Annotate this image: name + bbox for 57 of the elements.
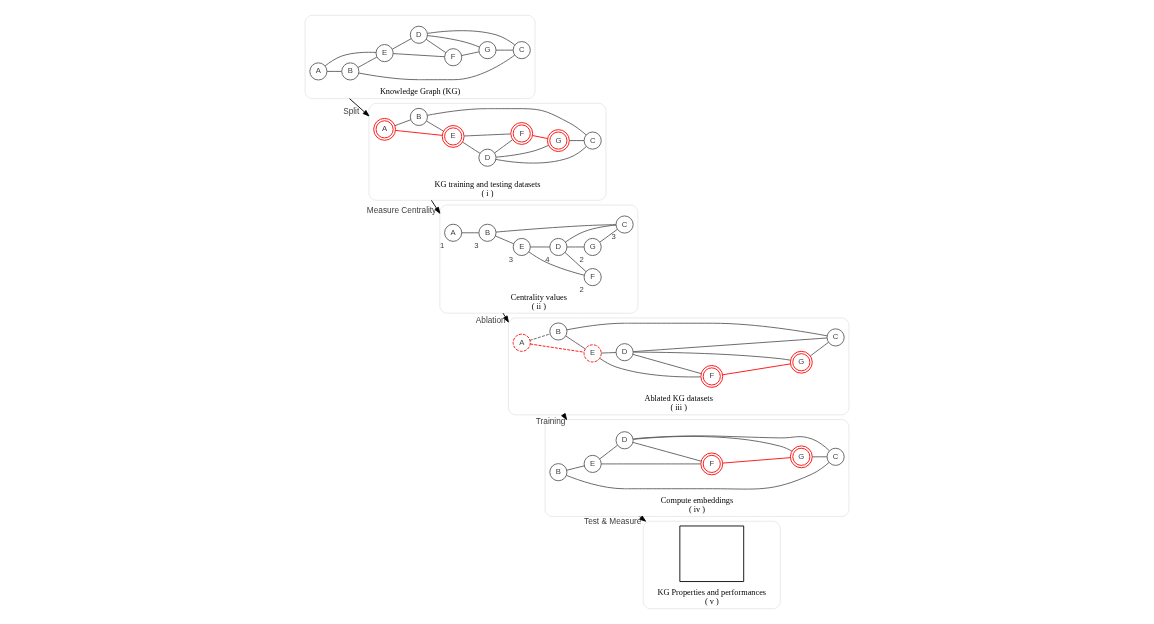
connector (565, 224, 617, 243)
connector (811, 456, 828, 458)
connector (529, 246, 551, 248)
connector (565, 462, 830, 490)
connector (632, 351, 791, 361)
connector (599, 444, 618, 460)
connector (529, 333, 551, 341)
connector (495, 49, 514, 51)
arrow (639, 515, 647, 522)
connector (358, 54, 516, 81)
connector (427, 30, 516, 46)
connector (395, 130, 443, 136)
connector (495, 144, 549, 158)
connector (722, 363, 791, 376)
connector (461, 51, 480, 56)
connector (462, 141, 481, 154)
node-box (679, 525, 745, 582)
connector (495, 146, 587, 164)
connector (600, 352, 617, 354)
connector (566, 465, 585, 471)
connector (600, 463, 702, 465)
connector (810, 341, 829, 357)
connector (564, 252, 587, 273)
connector (426, 108, 587, 136)
connector (324, 51, 377, 67)
connector (569, 140, 585, 142)
connector (426, 120, 444, 132)
connector (495, 235, 515, 245)
connector (392, 53, 446, 58)
connector (632, 436, 793, 452)
connector (632, 441, 702, 462)
connector (529, 343, 585, 353)
connector (632, 435, 830, 452)
connector (391, 38, 412, 50)
connector (495, 224, 617, 233)
connector (326, 70, 343, 72)
connector (427, 35, 480, 48)
connector (599, 357, 702, 378)
connector (532, 135, 548, 139)
connector (722, 457, 791, 464)
connector (528, 251, 585, 276)
arrow (502, 312, 509, 323)
connector (394, 119, 412, 127)
connector (565, 335, 586, 350)
connector (425, 38, 447, 54)
connector (599, 228, 618, 243)
connector (566, 322, 828, 337)
connector (463, 133, 512, 137)
arrow (430, 199, 441, 214)
connector (357, 56, 378, 68)
arrow (349, 98, 370, 117)
connector (566, 246, 585, 248)
connector (632, 353, 702, 375)
connector (494, 139, 513, 154)
connector (632, 337, 828, 353)
connector (461, 232, 480, 234)
cluster: KG Properties and performances ( v ) (642, 520, 781, 610)
